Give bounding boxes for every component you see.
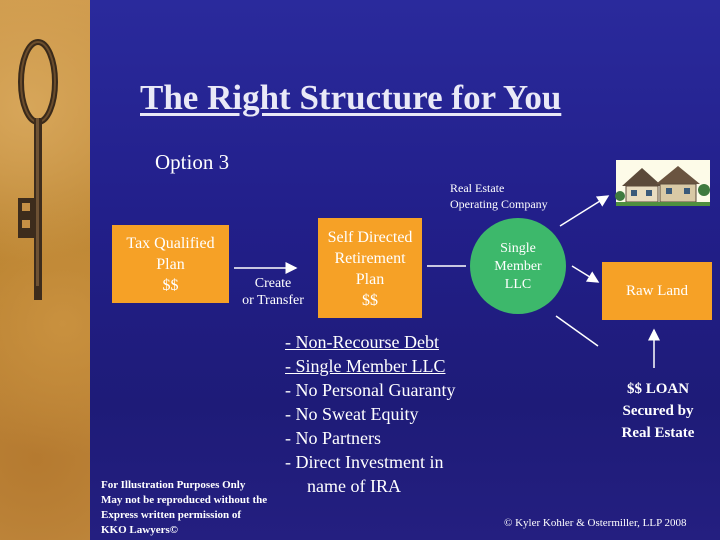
loan-line-2: Secured by (608, 400, 708, 422)
slide-title: The Right Structure for You (140, 78, 561, 118)
tax-qualified-plan-box: Tax Qualified Plan $$ (112, 225, 229, 303)
sdrp-line-4: $$ (318, 290, 422, 311)
disclaimer-line-1: For Illustration Purposes Only (101, 478, 267, 493)
tax-plan-line-1: Tax Qualified (112, 233, 229, 254)
sdrp-line-2: Retirement (318, 248, 422, 269)
create-transfer-label: Create or Transfer (232, 275, 314, 309)
loan-line-3: Real Estate (608, 422, 708, 444)
tax-plan-line-3: $$ (112, 275, 229, 296)
llc-line-3: LLC (470, 276, 566, 294)
llc-to-raw-land-arrow (572, 266, 598, 282)
disclaimer-line-2: May not be reproduced without the (101, 493, 267, 508)
feature-item: - No Sweat Equity (285, 402, 455, 426)
feature-item: - Single Member LLC (285, 354, 455, 378)
feature-item: - No Partners (285, 426, 455, 450)
tax-plan-line-2: Plan (112, 254, 229, 275)
reoc-line-2: Operating Company (450, 196, 548, 212)
reoc-line-1: Real Estate (450, 180, 548, 196)
feature-item: - Direct Investment in (285, 450, 455, 474)
feature-item: - No Personal Guaranty (285, 378, 455, 402)
raw-land-box: Raw Land (602, 262, 712, 320)
loan-label: $$ LOAN Secured by Real Estate (608, 378, 708, 444)
create-line-1: Create (232, 275, 314, 292)
house-icon (615, 160, 710, 206)
create-line-2: or Transfer (232, 292, 314, 309)
self-directed-plan-box: Self Directed Retirement Plan $$ (318, 218, 422, 318)
option-label: Option 3 (155, 150, 229, 175)
sdrp-line-1: Self Directed (318, 227, 422, 248)
disclaimer: For Illustration Purposes Only May not b… (101, 478, 267, 538)
real-estate-company-label: Real Estate Operating Company (450, 180, 548, 212)
feature-item: - Non-Recourse Debt (285, 330, 455, 354)
feature-item-continued: name of IRA (285, 474, 455, 498)
single-member-llc-circle: Single Member LLC (470, 218, 566, 314)
llc-to-loan-line (556, 316, 598, 346)
llc-to-reoc-arrow (560, 196, 608, 226)
llc-line-1: Single (470, 240, 566, 258)
disclaimer-line-4: KKO Lawyers© (101, 523, 267, 538)
loan-line-1: $$ LOAN (608, 378, 708, 400)
copyright-notice: © Kyler Kohler & Ostermiller, LLP 2008 (504, 517, 687, 529)
disclaimer-line-3: Express written permission of (101, 508, 267, 523)
sdrp-line-3: Plan (318, 269, 422, 290)
features-list: - Non-Recourse Debt - Single Member LLC … (285, 330, 455, 498)
llc-line-2: Member (470, 258, 566, 276)
